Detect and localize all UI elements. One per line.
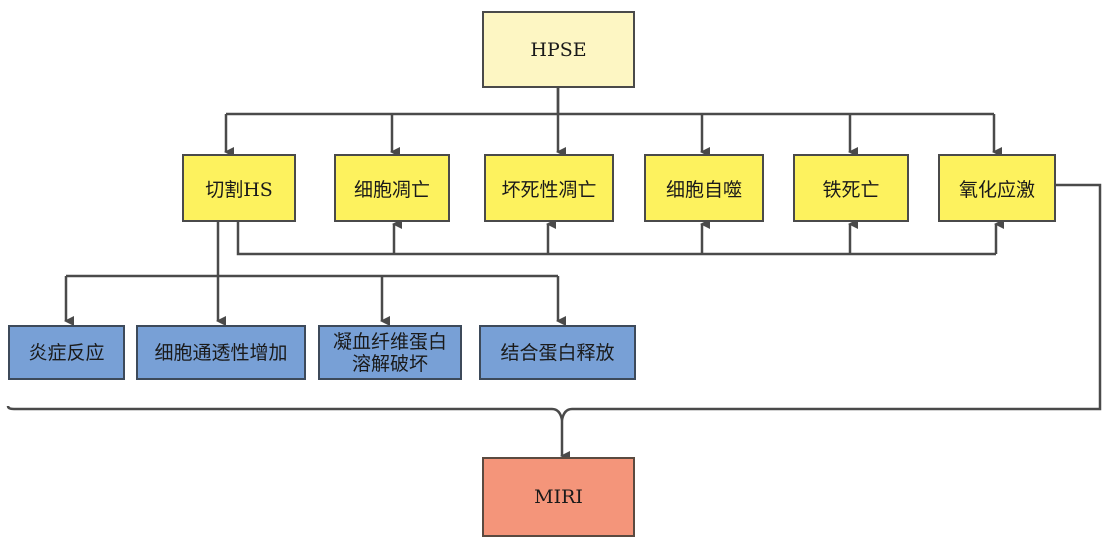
node-label: 细胞自噬 — [665, 178, 742, 201]
node-ferroptosis: 铁死亡 — [793, 154, 909, 222]
node-label: 炎症反应 — [28, 341, 105, 364]
outcome-brace — [6, 183, 1102, 421]
node-label: 氧化应激 — [958, 178, 1035, 201]
node-miri-label: MIRI — [534, 486, 583, 508]
node-label: 铁死亡 — [822, 178, 880, 201]
node-hpse-label: HPSE — [530, 38, 587, 61]
node-label: 切割HS — [205, 178, 273, 201]
node-oxidative-stress: 氧化应激 — [938, 154, 1056, 222]
node-necroptosis: 坏死性凋亡 — [484, 154, 614, 222]
feedback-bus — [236, 222, 996, 256]
node-label: 凝血纤维蛋白 溶解破坏 — [332, 330, 447, 375]
node-miri: MIRI — [482, 457, 635, 537]
node-protein-release: 结合蛋白释放 — [479, 325, 636, 380]
node-permeability: 细胞通透性增加 — [136, 325, 306, 380]
node-autophagy: 细胞自噬 — [644, 154, 764, 222]
node-label: 结合蛋白释放 — [500, 341, 615, 364]
node-label: 坏死性凋亡 — [501, 178, 597, 201]
node-hpse: HPSE — [482, 11, 635, 88]
node-coagulation: 凝血纤维蛋白 溶解破坏 — [318, 325, 462, 380]
node-label: 细胞通透性增加 — [154, 341, 288, 364]
node-cut-hs: 切割HS — [182, 154, 296, 222]
node-inflammation: 炎症反应 — [8, 325, 125, 380]
node-apoptosis: 细胞凋亡 — [334, 154, 450, 222]
node-label: 细胞凋亡 — [353, 178, 430, 201]
